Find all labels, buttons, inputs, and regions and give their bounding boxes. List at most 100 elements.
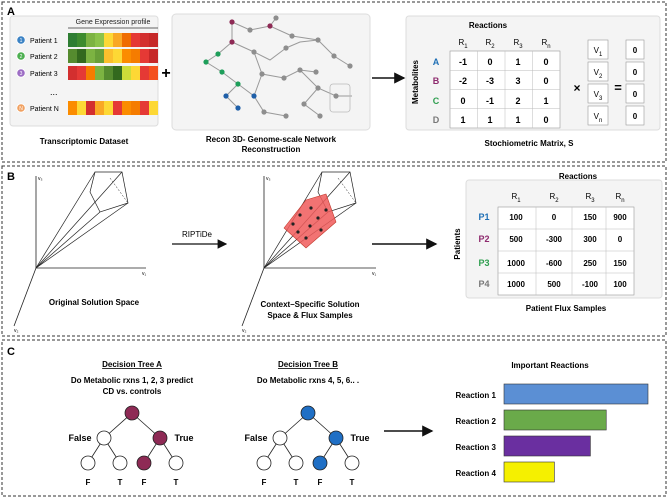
panel-c-label: C (7, 346, 15, 358)
matrix-cell: 0 (543, 76, 548, 86)
heatmap-cell (131, 66, 140, 80)
patient-dot-label: 2 (20, 54, 23, 60)
heatmap-cell (68, 66, 77, 80)
tree-leaf-label: F (318, 478, 323, 487)
vector-cell (587, 83, 609, 104)
importance-bar (503, 409, 607, 431)
tree-node (80, 455, 96, 471)
tree-leaf-label: T (118, 478, 123, 487)
axis-v2-context-label: v₂ (242, 328, 247, 334)
flux-row-label: P3 (478, 258, 489, 268)
flux-sample-point (309, 206, 313, 210)
network-node (235, 105, 241, 111)
heatmap-cell (86, 33, 95, 47)
network-edge (285, 39, 319, 49)
patient-dot-label: 1 (20, 38, 23, 44)
context-specific-solution-space: v₃ v₁ v₂ Context–Specific Solution Space… (241, 171, 377, 334)
axis-v2-label: v₂ (14, 328, 19, 334)
patient-dot-label: N (19, 106, 23, 112)
tree-node (256, 455, 272, 471)
tree-a-question-line2: CD vs. controls (103, 387, 162, 396)
dataset-caption: Transcriptomic Dataset (40, 137, 129, 146)
heatmap-cell (113, 66, 122, 80)
network-edge (291, 35, 351, 67)
flux-row-label: P2 (478, 234, 489, 244)
tree-node (124, 405, 140, 421)
heatmap-cell (149, 33, 158, 47)
heatmap-cell (122, 101, 131, 115)
flux-sample-point (308, 224, 312, 228)
network-node (259, 71, 265, 77)
network-node (273, 15, 279, 21)
matrix-cell: 2 (515, 96, 520, 106)
heatmap-cell (86, 49, 95, 63)
flux-column-header: R2 (549, 192, 559, 204)
importance-label: Reaction 4 (456, 469, 497, 478)
network-background (171, 13, 371, 131)
matrix-cell: 1 (460, 115, 465, 125)
flux-cell: 0 (552, 213, 557, 222)
flux-column-header: R1 (511, 192, 521, 204)
tree-b-title: Decision Tree B (278, 360, 338, 369)
original-solution-space: v₃ v₁ v₂ Original Solution Space (13, 171, 147, 334)
reactions-title-b: Reactions (559, 172, 598, 181)
network-node (315, 37, 321, 43)
matrix-cell: -1 (486, 96, 494, 106)
metabolites-label: Metabolites (411, 59, 420, 104)
zero-entry: 0 (633, 112, 638, 121)
tree-node (288, 455, 304, 471)
tree-node (300, 405, 316, 421)
tree-leaf-label: T (174, 478, 179, 487)
heatmap-cell (122, 49, 131, 63)
axis-v3-context-label: v₃ (266, 176, 271, 182)
heatmap-cell (104, 66, 113, 80)
patient-name: Patient 2 (30, 54, 58, 61)
flux-cell: 100 (509, 213, 523, 222)
heatmap-cell (113, 101, 122, 115)
patient-ellipsis: ... (50, 87, 58, 97)
tree-node (344, 455, 360, 471)
vector-cell (587, 105, 609, 126)
network-node (235, 81, 241, 87)
flux-cell: 900 (613, 213, 627, 222)
importance-bar (503, 435, 591, 457)
panel-a-label: A (7, 6, 15, 18)
network-node (297, 67, 303, 73)
heatmap-cell (104, 101, 113, 115)
flux-cell: 150 (613, 259, 627, 268)
network-edge (205, 22, 233, 63)
vector-entry: Vn (594, 112, 603, 124)
matrix-column-header: R2 (485, 38, 495, 50)
matrix-cell: 1 (543, 96, 548, 106)
network-node (215, 51, 221, 57)
matrix-cell: 0 (487, 57, 492, 67)
flux-cell: -600 (546, 259, 563, 268)
heatmap (68, 33, 158, 115)
patient-name: Patient 3 (30, 71, 58, 78)
zero-entry: 0 (633, 68, 638, 77)
network-node (283, 45, 289, 51)
network-node (203, 59, 209, 65)
flux-sample-point (319, 228, 323, 232)
vector-cell (587, 61, 609, 82)
heatmap-cell (95, 66, 104, 80)
cone (35, 171, 129, 269)
matrix-cell: -1 (459, 57, 467, 67)
heatmap-cell (140, 101, 149, 115)
flux-column-header: Rn (615, 192, 624, 204)
axis-v1-context-label: v₁ (372, 271, 377, 277)
tree-node (328, 430, 344, 446)
flux-cell: 300 (583, 235, 597, 244)
heatmap-cell (68, 33, 77, 47)
importance-bar (503, 383, 649, 405)
zero-cell (625, 83, 645, 104)
axis-v2 (13, 267, 37, 327)
matrix-cell: 3 (515, 76, 520, 86)
matrix-row-label: C (433, 96, 440, 106)
